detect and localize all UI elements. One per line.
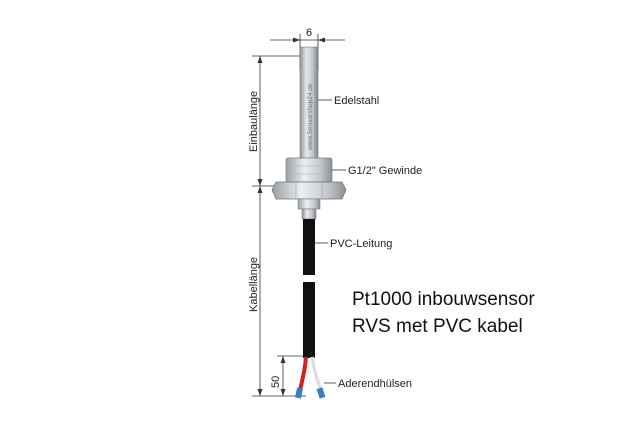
- callout-edelstahl: Edelstahl: [318, 95, 379, 107]
- sensor-tube: www.Sensorshop24.de: [299, 46, 319, 160]
- einbaulaenge-label: Einbaulänge: [248, 91, 260, 152]
- pvc-cable: [303, 219, 315, 358]
- kabellaenge-label: Kabellänge: [248, 257, 260, 312]
- caption-line-2: RVS met PVC kabel: [352, 316, 523, 337]
- callout-aderendhuelsen-label: Aderendhülsen: [338, 378, 412, 390]
- callout-pvc-leitung: PVC-Leitung: [315, 238, 392, 250]
- callout-aderendhuelsen: Aderendhülsen: [324, 378, 412, 390]
- wires: [295, 356, 326, 399]
- callout-edelstahl-label: Edelstahl: [334, 95, 379, 107]
- dimension-50-label: 50: [270, 376, 282, 388]
- callout-gewinde-label: G1/2" Gewinde: [348, 165, 422, 177]
- caption-line-1: Pt1000 inbouwsensor: [352, 289, 535, 310]
- watermark-text: www.Sensorshop24.de: [307, 83, 314, 151]
- thread-fitting: [271, 157, 347, 220]
- ferrule-right: [316, 387, 326, 399]
- callout-gewinde: G1/2" Gewinde: [332, 165, 422, 177]
- dimension-width-label: 6: [306, 27, 312, 39]
- dimension-lengths: Einbaulänge Kabellänge: [248, 55, 306, 397]
- callout-pvc-leitung-label: PVC-Leitung: [330, 238, 392, 250]
- ferrule-left: [295, 387, 303, 399]
- dimension-50: 50: [270, 355, 306, 396]
